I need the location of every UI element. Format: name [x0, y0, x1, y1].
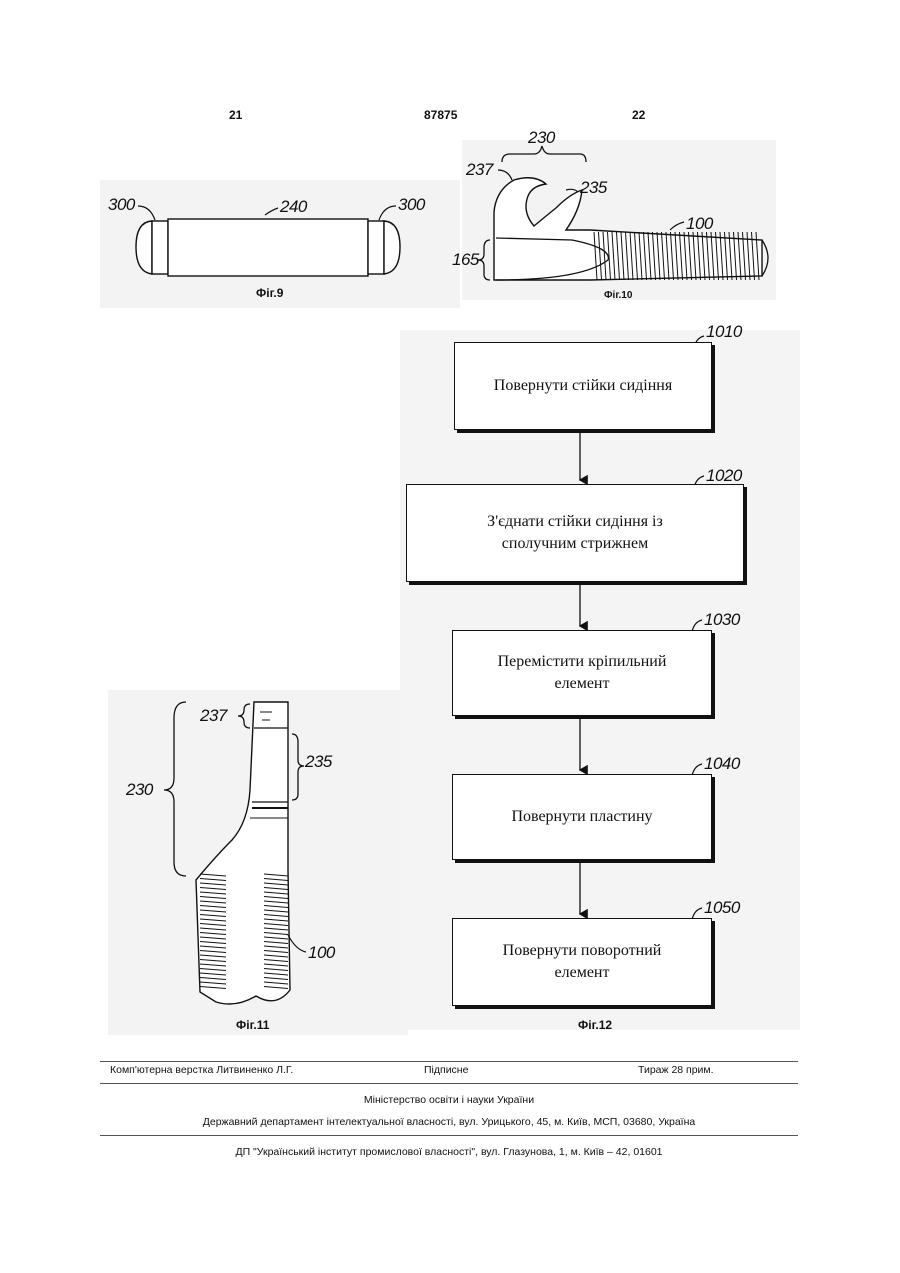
flow-step-1050: Повернути поворотний елемент: [452, 918, 712, 1006]
flow-ref-1010: 1010: [706, 322, 742, 342]
flow-step-1010-text: Повернути стійки сидіння: [494, 375, 672, 397]
fig11-label-230: 230: [126, 780, 153, 800]
flow-ref-1030: 1030: [704, 610, 740, 630]
flow-ref-1020: 1020: [706, 466, 742, 486]
fig10-label-100: 100: [686, 214, 713, 234]
fig9-caption: Фіг.9: [256, 286, 283, 300]
footer-ministry: Міністерство освіти і науки України: [100, 1094, 798, 1106]
fig11-caption: Фіг.11: [236, 1018, 269, 1032]
flow-step-1020: З'єднати стійки сидіння із сполучним стр…: [406, 484, 744, 582]
footer-institute: ДП "Український інститут промислової вла…: [100, 1146, 798, 1158]
fig10-label-165: 165: [452, 250, 479, 270]
footer-circulation: Тираж 28 прим.: [638, 1064, 714, 1076]
footer-department: Державний департамент інтелектуальної вл…: [100, 1116, 798, 1128]
flow-step-1030-line2: елемент: [498, 673, 667, 695]
footer-signed: Підписне: [424, 1064, 468, 1076]
figure-11: 237 235 230 100: [108, 690, 408, 1035]
fig10-caption: Фіг.10: [604, 290, 632, 301]
page-number-right: 22: [632, 108, 645, 122]
fig11-label-100: 100: [308, 943, 335, 963]
footer-rule-1: [100, 1061, 798, 1062]
flow-step-1020-line2: сполучним стрижнем: [487, 533, 663, 555]
flow-step-1030-line1: Перемістити кріпильний: [498, 651, 667, 673]
footer-rule-2: [100, 1083, 798, 1084]
flow-step-1030: Перемістити кріпильний елемент: [452, 630, 712, 716]
flow-step-1040-text: Повернути пластину: [511, 806, 652, 828]
flow-ref-1050: 1050: [704, 898, 740, 918]
fig12-caption: Фіг.12: [578, 1018, 612, 1032]
fig11-drawing: [108, 690, 408, 1035]
fig11-label-235: 235: [305, 752, 332, 772]
flow-step-1050-line1: Повернути поворотний: [503, 940, 662, 962]
figure-12-flowchart: Повернути стійки сидіння 1010 З'єднати с…: [400, 330, 800, 1030]
patent-number: 87875: [424, 108, 457, 122]
fig9-label-body: 240: [280, 197, 307, 217]
flow-step-1010: Повернути стійки сидіння: [454, 342, 712, 430]
flow-ref-1040: 1040: [704, 754, 740, 774]
figure-10: 230 237 235 100 165: [462, 130, 776, 300]
fig10-label-235: 235: [580, 178, 607, 198]
fig10-label-237: 237: [466, 160, 493, 180]
flow-step-1040: Повернути пластину: [452, 774, 712, 860]
page-number-left: 21: [229, 108, 242, 122]
fig10-label-230: 230: [528, 128, 555, 148]
flow-step-1020-line1: З'єднати стійки сидіння із: [487, 511, 663, 533]
fig9-label-left-cap: 300: [108, 195, 135, 215]
footer-typesetting: Комп'ютерна верстка Литвиненко Л.Г.: [110, 1064, 293, 1076]
fig11-label-237: 237: [200, 706, 227, 726]
fig10-drawing: [462, 130, 776, 300]
fig9-label-right-cap: 300: [398, 195, 425, 215]
flow-step-1050-line2: елемент: [503, 962, 662, 984]
footer-rule-3: [100, 1135, 798, 1136]
